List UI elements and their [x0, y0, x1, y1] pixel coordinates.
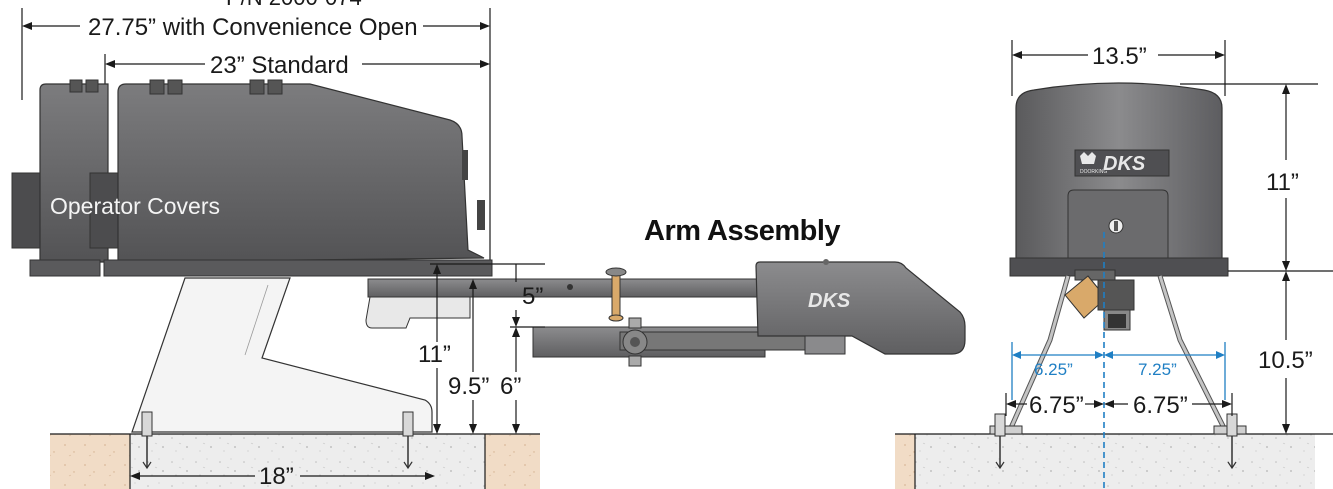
dimension-7-25: 7.25”: [1104, 342, 1226, 400]
front-logo: DKS: [1103, 153, 1146, 175]
operator-cover-standard: Operator Covers: [50, 79, 493, 277]
dimension-9-5: 9.5”: [448, 279, 489, 434]
dimension-6-75: 6.75” 6.75”: [1005, 392, 1233, 419]
dim-11-front-label: 11”: [1266, 169, 1299, 196]
dimension-6-25: 6.25”: [1011, 342, 1104, 400]
dim-5-label: 5”: [522, 283, 543, 310]
ground-left: [50, 433, 540, 489]
dimension-top-convenience: P/N 2000-074 27.75” with Convenience Ope…: [21, 0, 491, 262]
dimension-13-5: 13.5”: [1011, 40, 1226, 96]
dim-standard: 23” Standard: [210, 52, 349, 79]
arm-assembly: DKS: [365, 259, 966, 367]
top-partial-label: P/N 2000-074: [226, 0, 362, 10]
operator-front-body: DKS DOORKING: [1009, 82, 1229, 277]
dimension-18: 18”: [130, 463, 435, 489]
dim-11-side-label: 11”: [418, 341, 451, 368]
arm-logo: DKS: [808, 290, 851, 312]
dimension-6: 6”: [500, 327, 521, 434]
dimension-5: 5”: [510, 264, 545, 328]
dim-convenience-open: 27.75” with Convenience Open: [88, 14, 418, 41]
dimension-11-side: 11”: [418, 263, 545, 434]
dim-13-5-label: 13.5”: [1092, 43, 1147, 70]
dim-10-5-label: 10.5”: [1258, 347, 1313, 374]
dim-18-label: 18”: [259, 463, 294, 489]
front-logo-subtext: DOORKING: [1080, 169, 1107, 175]
dim-9-5-label: 9.5”: [448, 373, 489, 400]
dimension-10-5: 10.5”: [1258, 271, 1313, 434]
dim-6-75-left-label: 6.75”: [1029, 392, 1084, 419]
operator-covers-label: Operator Covers: [50, 193, 220, 219]
dim-6-label: 6”: [500, 373, 521, 400]
arm-assembly-title: Arm Assembly: [644, 215, 840, 247]
dim-6-25-label: 6.25”: [1034, 360, 1073, 379]
dim-7-25-label: 7.25”: [1138, 360, 1177, 379]
dimension-11-front: 11”: [1180, 83, 1333, 272]
operator-pedestal-side: [131, 277, 433, 433]
dim-6-75-right-label: 6.75”: [1133, 392, 1188, 419]
ground-front: [895, 433, 1333, 489]
dimension-top-standard: 23” Standard: [104, 52, 490, 100]
anchor-bolts-side: [141, 411, 414, 470]
